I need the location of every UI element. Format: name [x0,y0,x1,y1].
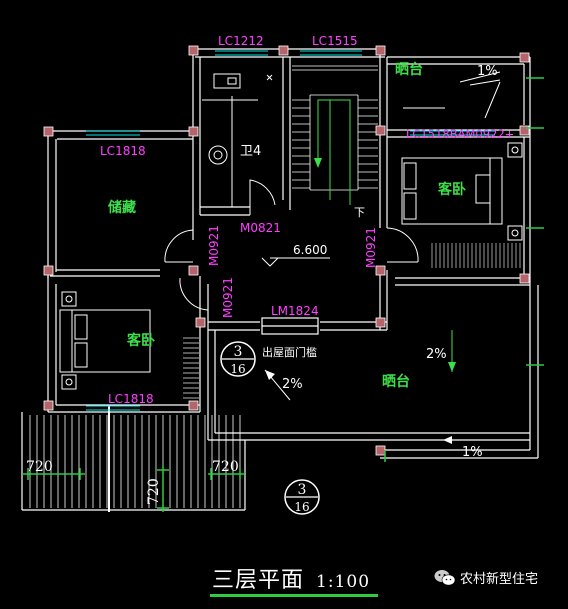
slope-balcony-top: 1% [477,64,498,79]
label-m0821: M0821 [240,221,281,235]
column [188,400,199,411]
label-m0921-right: M0921 [364,227,378,268]
dimension-vertical: 720 [146,478,162,505]
watermark-text: 农村新型住宅 [460,572,539,587]
column [43,126,54,137]
slope-arrow-head-2 [443,436,452,444]
side-stair [183,337,199,399]
stair-arrow [317,99,351,205]
section-mark-upper: 3 16 [220,341,256,377]
column [375,125,386,136]
label-m0921-left: M0921 [207,225,221,266]
staircase [292,65,378,191]
column [519,273,530,284]
column [43,400,54,411]
column [43,265,54,276]
title-underline [210,594,378,597]
room-terrace: 晒台 [382,373,410,390]
section-mark-lower: 3 16 [284,479,320,515]
columns [43,45,530,456]
slope-terrace-right: 2% [426,347,447,362]
elevation-mark [261,257,330,267]
column [519,52,530,63]
column [188,45,199,56]
column [278,45,289,56]
floor-plan-drawing: 3 16 3 16 LC1212 LC1515 LC1818 LC1518BAM… [21,34,544,515]
stair-down-label: 下 [354,206,365,219]
slope-terrace-bottom: 1% [462,445,483,460]
column [375,317,386,328]
elevation-value: 6.600 [293,243,327,257]
column [375,45,386,56]
entry-steps [29,415,241,508]
section-num-upper: 3 [234,344,243,360]
section-den-upper: 16 [230,362,245,376]
label-lc1212: LC1212 [218,34,264,48]
wechat-icon [434,569,456,585]
section-num-lower: 3 [298,482,307,498]
windows [86,50,495,411]
slope-arrow-head-3 [448,362,456,372]
drawing-scale: 1:100 [316,572,371,592]
wardrobe [431,243,521,268]
label-lc1518-bam0922: LC1518BAM0922+ [406,127,514,141]
column [519,125,530,136]
dimension-right: 720 [212,459,239,475]
label-m0921-lower: M0921 [221,277,235,318]
column [188,265,199,276]
bathroom-fixtures [202,73,273,207]
walls [21,48,539,511]
column [188,126,199,137]
section-den-lower: 16 [294,500,309,514]
drawing-title: 三层平面 1:100 [212,562,370,594]
dimension-ticks [22,77,544,512]
door-lm1824 [261,317,319,335]
room-storage: 储藏 [107,199,136,216]
bed-right [401,142,523,241]
room-balcony-top: 晒台 [395,61,423,78]
label-lm1824: LM1824 [271,304,319,318]
room-bedroom-left: 客卧 [126,332,155,349]
label-lc1818-top: LC1818 [100,144,146,158]
dimension-left: 720 [26,459,53,475]
label-lc1515: LC1515 [312,34,358,48]
label-roof-door: 出屋面门槛 [262,345,317,359]
doors [164,79,501,311]
room-bedroom-right: 客卧 [437,181,466,198]
slope-terrace-mid: 2% [282,377,303,392]
column [195,317,206,328]
slope-arrow-head [265,370,275,380]
bed-left [59,291,151,390]
stair-arrow-head [314,158,322,168]
drawing-title-text: 三层平面 [212,568,305,593]
room-bathroom: 卫4 [240,144,261,159]
label-lc1818-bottom: LC1818 [108,392,154,406]
column [375,265,386,276]
column [375,445,386,456]
watermark: 农村新型住宅 [434,568,538,587]
